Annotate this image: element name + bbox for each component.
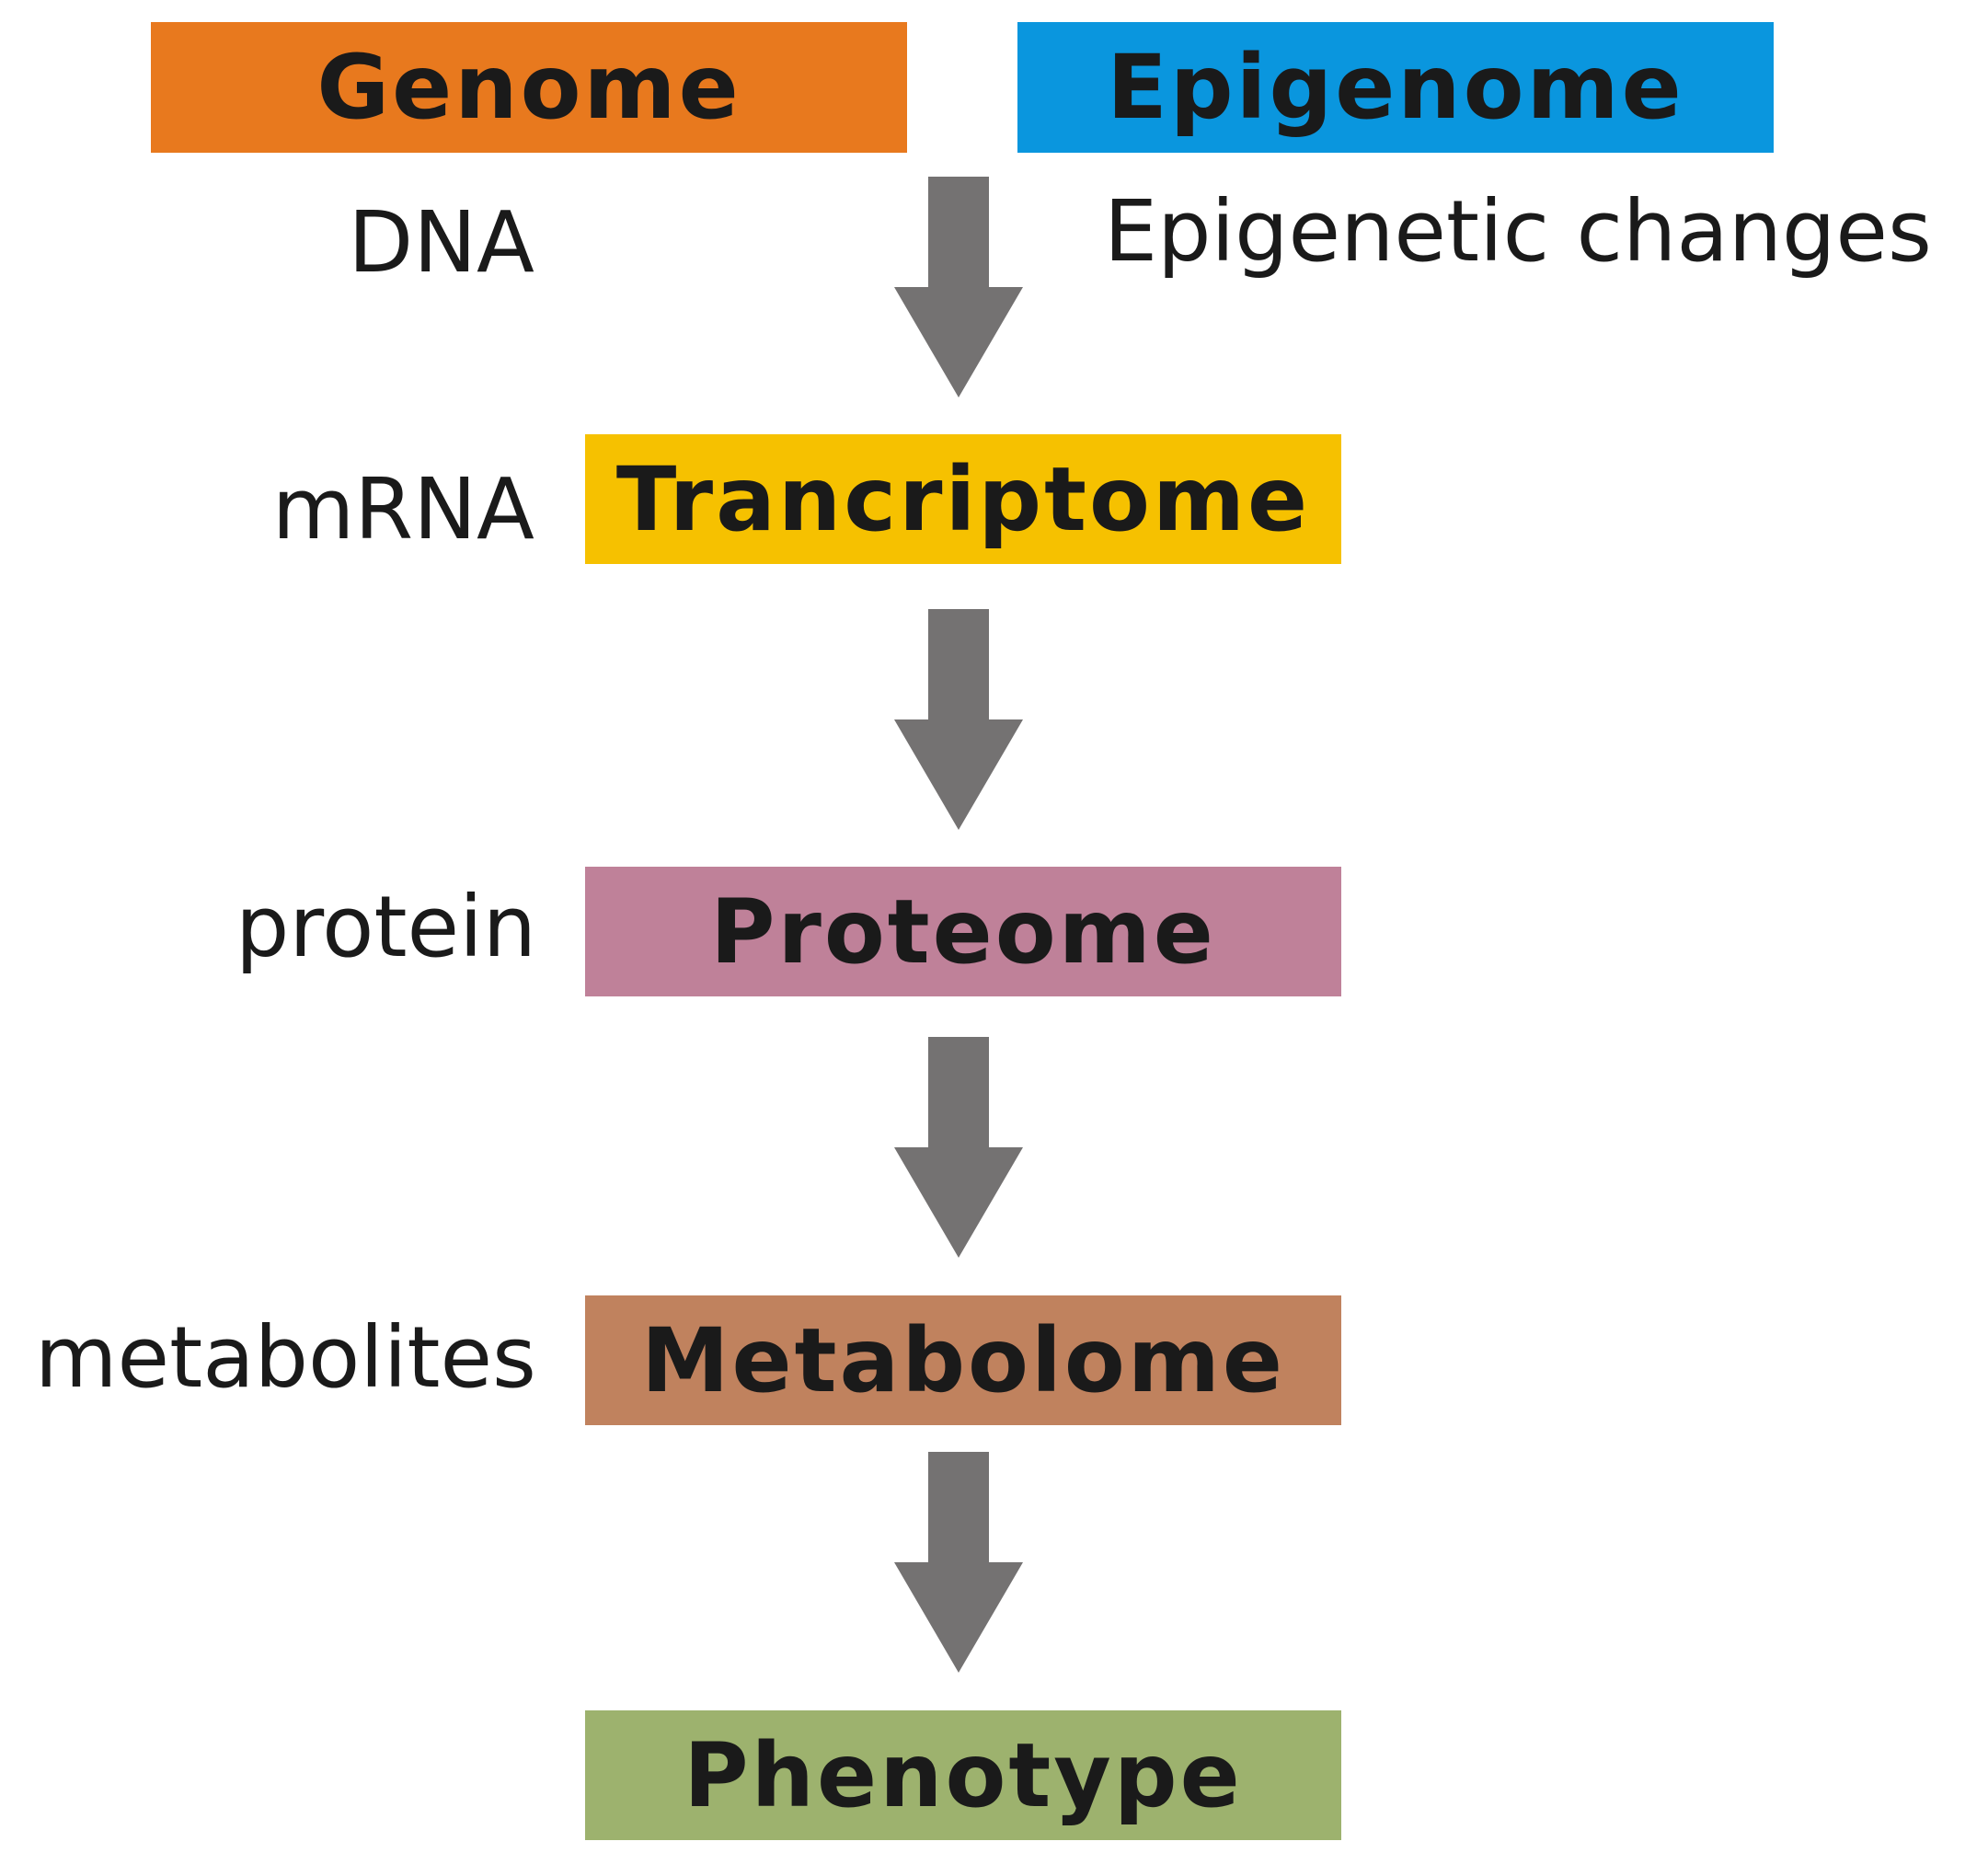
down-arrow-icon: [894, 1037, 1023, 1258]
phenotype-box: Phenotype: [585, 1710, 1341, 1840]
dna-label: DNA: [348, 193, 534, 292]
down-arrow-icon: [894, 177, 1023, 397]
epigenome-box: Epigenome: [1017, 22, 1774, 153]
metabolites-label: metabolites: [34, 1308, 536, 1407]
transcriptome-box: Trancriptome: [585, 434, 1341, 564]
mrna-label: mRNA: [271, 460, 534, 558]
down-arrow-icon: [894, 609, 1023, 830]
down-arrow-icon: [894, 1452, 1023, 1673]
genome-box: Genome: [151, 22, 907, 153]
proteome-box: Proteome: [585, 867, 1341, 996]
metabolome-box: Metabolome: [585, 1295, 1341, 1425]
protein-label: protein: [235, 878, 536, 976]
epigenetic-changes-label: Epigenetic changes: [1104, 182, 1932, 281]
